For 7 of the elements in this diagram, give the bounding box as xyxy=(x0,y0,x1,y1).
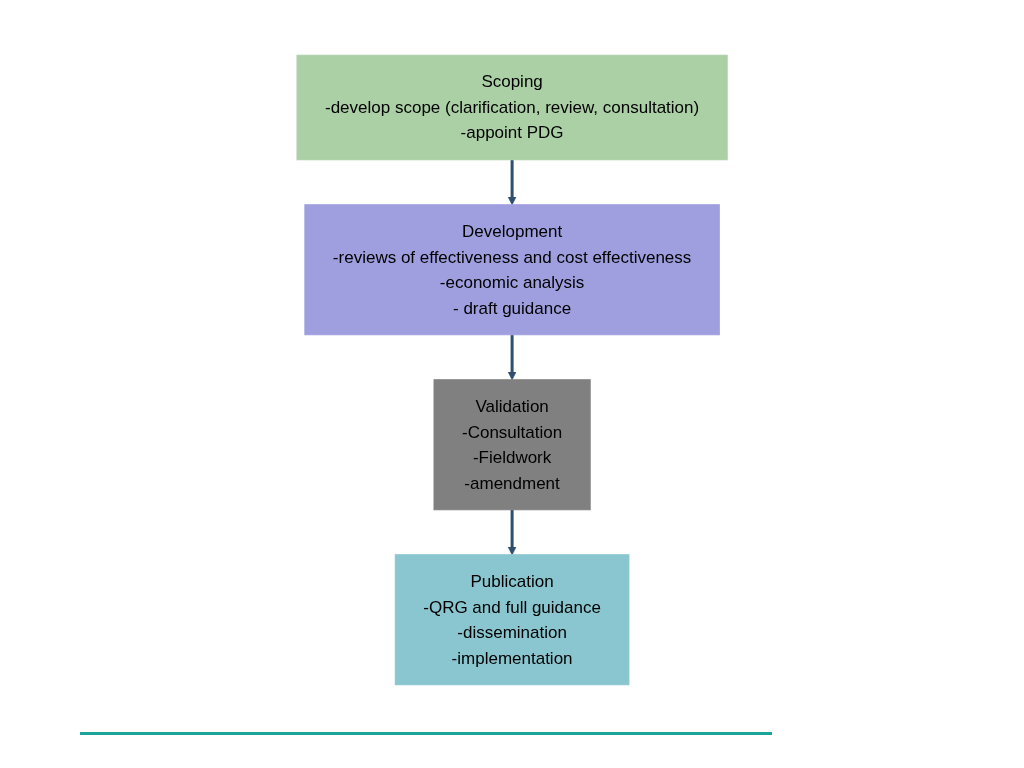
node-box: Scoping -develop scope (clarification, review, consultation) -appoint PDG xyxy=(296,54,728,161)
arrow xyxy=(507,509,517,556)
node-box: Publication -QRG and full guidance -dissemination -implementation xyxy=(394,554,630,686)
node-box: Validation -Consultation -Fieldwork -amendment xyxy=(433,379,591,511)
arrow xyxy=(507,334,517,381)
node-box: Development -reviews of effectiveness and cost effectiveness -economic analysis - draft guidance xyxy=(304,204,720,336)
arrow xyxy=(507,159,517,206)
